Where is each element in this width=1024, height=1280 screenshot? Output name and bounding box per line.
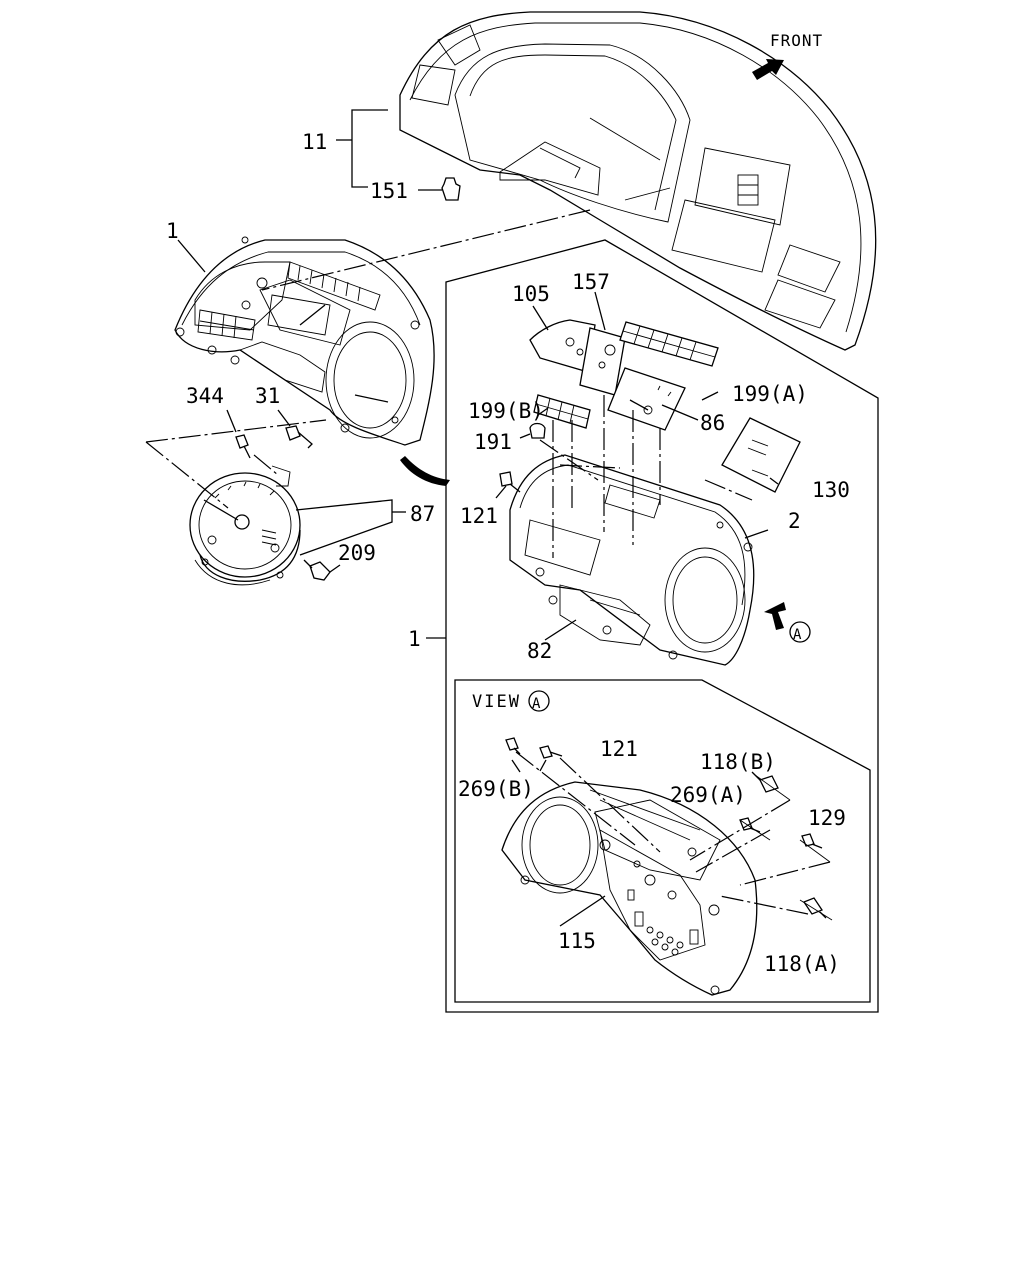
clip-151 (418, 177, 461, 201)
screw-121-main (495, 471, 521, 499)
screw-118a (803, 897, 827, 919)
indicator-strip-199b (533, 394, 591, 429)
callout-191: 191 (474, 430, 512, 454)
callout-86: 86 (700, 411, 725, 435)
view-a-box (454, 679, 871, 1003)
bulb-191 (519, 422, 546, 439)
callout-115: 115 (558, 929, 596, 953)
screw-344 (226, 409, 251, 459)
front-arrow-icon (752, 59, 784, 80)
exploded-view-box (445, 239, 879, 1013)
lens-130 (721, 417, 801, 493)
dashboard-panel (399, 11, 877, 351)
callout-209: 209 (338, 541, 376, 565)
panel-86 (607, 367, 686, 431)
callout-118a: 118(A) (764, 952, 840, 976)
callout-199a: 199(A) (732, 382, 808, 406)
callout-82: 82 (527, 639, 552, 663)
callout-118b: 118(B) (700, 750, 776, 774)
callout-121-main: 121 (460, 504, 498, 528)
callout-2: 2 (788, 509, 801, 533)
view-direction-arrow-icon (764, 602, 786, 630)
view-title: VIEW (472, 692, 521, 712)
callout-105: 105 (512, 282, 550, 306)
callout-87: 87 (410, 502, 435, 526)
callout-1-top: 1 (166, 219, 179, 243)
callout-11: 11 (302, 130, 327, 154)
gauge-87 (189, 465, 301, 586)
callout-1-box: 1 (408, 627, 421, 651)
callout-269b: 269(B) (458, 777, 534, 801)
bulb-209 (303, 559, 341, 581)
callout-121-view: 121 (600, 737, 638, 761)
callout-269a: 269(A) (670, 783, 746, 807)
screw-31 (277, 409, 313, 449)
housing-rear-view (501, 781, 758, 996)
indicator-strip-199a (619, 321, 719, 367)
view-marker: A (532, 696, 541, 712)
screw-121-view (539, 745, 563, 759)
housing-2 (509, 454, 755, 666)
callout-31: 31 (255, 384, 280, 408)
callout-199b: 199(B) (468, 399, 544, 423)
instrument-cluster-assembly (174, 236, 435, 446)
screw-129 (801, 833, 823, 849)
callout-129: 129 (808, 806, 846, 830)
callout-151: 151 (370, 179, 408, 203)
callout-130: 130 (812, 478, 850, 502)
screw-269b (505, 737, 521, 755)
callout-344: 344 (186, 384, 224, 408)
view-arrow-marker: A (793, 627, 802, 643)
front-label: FRONT (770, 31, 823, 50)
callout-157: 157 (572, 270, 610, 294)
